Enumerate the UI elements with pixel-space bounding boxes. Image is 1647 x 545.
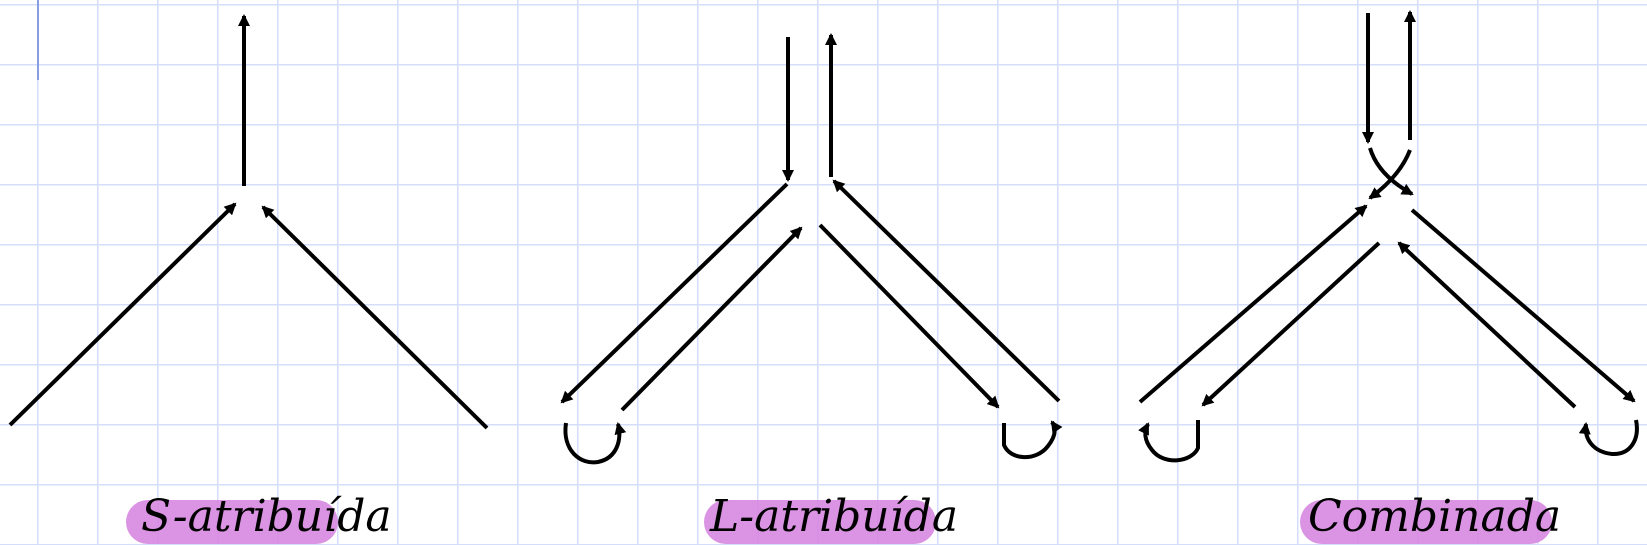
s-left-branch-up-arrow xyxy=(8,202,237,427)
l-right-outer-up-arrow xyxy=(832,179,1061,403)
l-left-inner-up-arrow xyxy=(620,226,803,412)
notebook-margin-line xyxy=(37,0,39,80)
c-left-inner-down-arrow xyxy=(1201,241,1381,407)
c-left-leaf-loop-arrow xyxy=(1138,420,1200,463)
combined-caption: Combinada xyxy=(1308,491,1562,542)
l-right-leaf-loop-arrow xyxy=(1002,420,1063,460)
l-left-outer-down-arrow xyxy=(560,182,789,404)
s-attributed-highlight xyxy=(126,500,338,544)
c-right-leaf-loop-arrow xyxy=(1578,419,1639,456)
c-right-inner-up-arrow xyxy=(1397,241,1577,409)
l-left-leaf-loop-arrow xyxy=(563,422,627,465)
l-right-inner-down-arrow xyxy=(818,223,1000,409)
l-attributed-highlight xyxy=(704,500,936,544)
c-cross-left-arrow xyxy=(1368,149,1412,200)
l-attributed-diagram xyxy=(560,33,1063,465)
l-attributed-caption: L-atribuída xyxy=(710,491,959,542)
c-cross-right-arrow xyxy=(1368,147,1414,196)
c-right-outer-down-arrow xyxy=(1410,208,1636,403)
combined-highlight xyxy=(1300,500,1552,544)
s-attributed-caption: S-atribuída xyxy=(141,491,392,542)
s-right-branch-up-arrow xyxy=(261,205,489,430)
c-left-outer-up-arrow xyxy=(1138,204,1368,404)
s-attributed-diagram xyxy=(8,14,489,430)
combined-diagram xyxy=(1138,10,1639,463)
